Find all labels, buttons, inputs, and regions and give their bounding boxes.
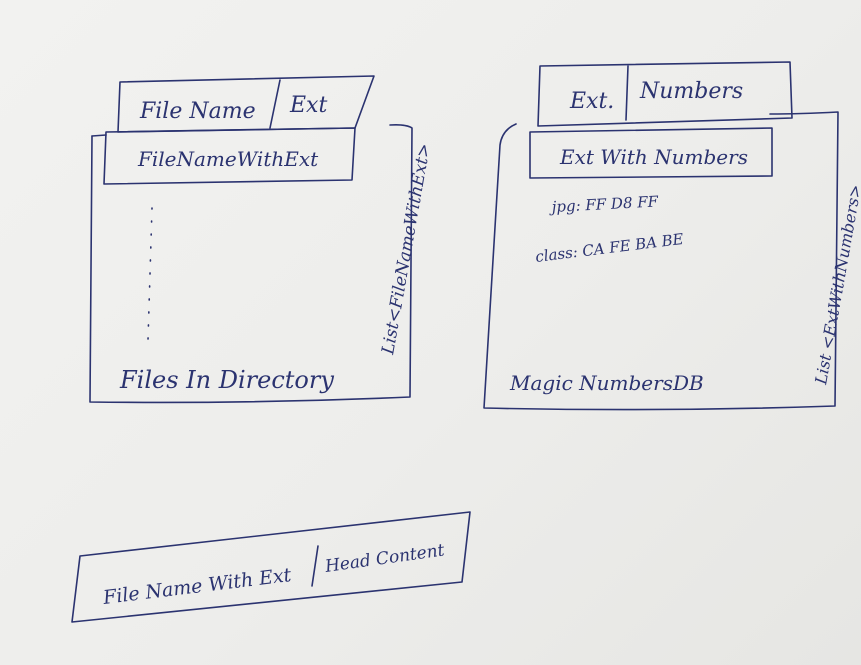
field-head-content: Head Content xyxy=(323,540,446,577)
files-in-directory-label: Files In Directory xyxy=(119,366,334,394)
header-numbers-label: Numbers xyxy=(639,79,743,104)
file-head-content-diagram: File Name With Ext Head Content xyxy=(71,511,471,623)
bottom-divider xyxy=(311,545,319,587)
entry-class: class: CA FE BA BE xyxy=(534,230,684,266)
list-filenamewithext-label: List<FileNameWithExt> xyxy=(378,142,435,357)
header-file-name-label: File Name xyxy=(139,99,256,124)
ellipsis-dots xyxy=(147,207,153,341)
magic-numbers-db-diagram: Ext. Numbers Ext With Numbers jpg: FF D8… xyxy=(483,61,861,411)
file-head-content-box xyxy=(71,511,471,623)
header-divider-right xyxy=(625,65,629,121)
container-top-left-edge xyxy=(91,134,107,137)
extwithnumbers-row-box xyxy=(529,127,773,179)
ext-numbers-header-box xyxy=(537,61,793,127)
magic-numbers-db-container xyxy=(483,111,839,411)
header-ext-label: Ext xyxy=(289,93,327,118)
files-in-directory-diagram: File Name Ext FileNameWithExt List<FileN… xyxy=(89,75,435,404)
header-ext-label-right: Ext. xyxy=(569,89,614,114)
header-divider xyxy=(269,79,281,129)
magic-numbers-db-label: Magic NumbersDB xyxy=(509,371,704,395)
entry-jpg: jpg: FF D8 FF xyxy=(548,192,659,216)
filenamewithext-row-box xyxy=(103,127,356,185)
files-in-directory-container xyxy=(89,124,413,404)
row-filenamewithext-label: FileNameWithExt xyxy=(137,147,319,171)
row-extwithnumbers-label: Ext With Numbers xyxy=(559,145,748,169)
